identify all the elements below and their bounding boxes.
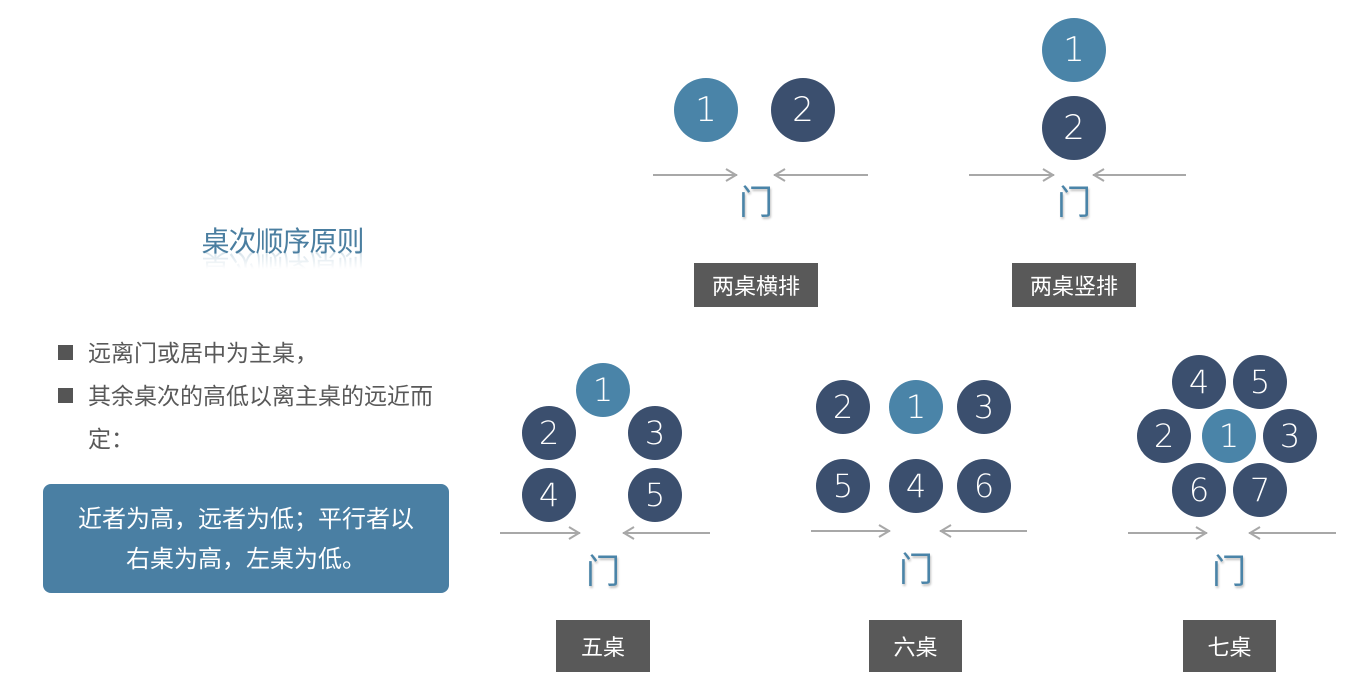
table-circle: 2: [816, 380, 870, 434]
door-label: 门: [1212, 552, 1246, 592]
layout-label: 两桌竖排: [1012, 263, 1136, 307]
table-circle: 3: [1263, 409, 1317, 463]
table-circle: 4: [522, 468, 576, 522]
list-item: 远离门或居中为主桌，: [55, 333, 455, 376]
callout-line-1: 近者为高，远者为低；平行者以: [78, 504, 414, 533]
bullet-text: 其余桌次的高低以离主桌的远近而定：: [88, 384, 433, 453]
table-circle: 1: [674, 78, 738, 142]
table-circle: 2: [522, 406, 576, 460]
door-label: 门: [586, 552, 620, 592]
principle-list: 远离门或居中为主桌， 其余桌次的高低以离主桌的远近而定：: [55, 333, 455, 462]
bullet-text: 远离门或居中为主桌，: [88, 341, 318, 367]
layout-label: 两桌横排: [694, 263, 818, 307]
square-bullet-icon: [58, 345, 73, 360]
arrow-right-icon: [811, 524, 891, 538]
table-circle: 6: [957, 459, 1011, 513]
page-title: 桌次顺序原则: [201, 225, 364, 258]
square-bullet-icon: [58, 388, 73, 403]
arrow-left-icon: [773, 168, 868, 182]
arrow-right-icon: [969, 168, 1055, 182]
arrow-left-icon: [622, 526, 710, 540]
table-circle: 3: [957, 380, 1011, 434]
table-circle: 6: [1172, 463, 1226, 517]
table-circle: 7: [1233, 463, 1287, 517]
arrow-right-icon: [1128, 526, 1208, 540]
table-circle: 4: [1172, 355, 1226, 409]
arrow-right-icon: [653, 168, 738, 182]
layout-label: 五桌: [556, 620, 650, 672]
layout-label: 六桌: [869, 620, 962, 672]
door-label: 门: [1057, 183, 1091, 223]
table-circle: 2: [771, 78, 835, 142]
arrow-left-icon: [1248, 526, 1336, 540]
table-circle: 2: [1042, 96, 1106, 160]
layout-label: 七桌: [1183, 620, 1276, 672]
door-label: 门: [899, 550, 933, 590]
callout-line-2: 右桌为高，左桌为低。: [126, 544, 366, 573]
list-item: 其余桌次的高低以离主桌的远近而定：: [55, 376, 455, 462]
table-circle: 5: [816, 459, 870, 513]
table-circle: 2: [1137, 409, 1191, 463]
table-circle: 1: [1202, 409, 1256, 463]
page-title-reflection: 桌次顺序原则: [201, 250, 364, 279]
door-label: 门: [739, 183, 773, 223]
table-circle: 1: [1042, 18, 1106, 82]
table-circle: 1: [889, 380, 943, 434]
arrow-right-icon: [500, 526, 581, 540]
rule-callout: 近者为高，远者为低；平行者以 右桌为高，左桌为低。: [43, 484, 449, 593]
arrow-left-icon: [1092, 168, 1186, 182]
arrow-left-icon: [939, 524, 1027, 538]
table-circle: 5: [1233, 355, 1287, 409]
table-circle: 4: [889, 459, 943, 513]
table-circle: 3: [628, 406, 682, 460]
table-circle: 5: [628, 468, 682, 522]
table-circle: 1: [576, 363, 630, 417]
